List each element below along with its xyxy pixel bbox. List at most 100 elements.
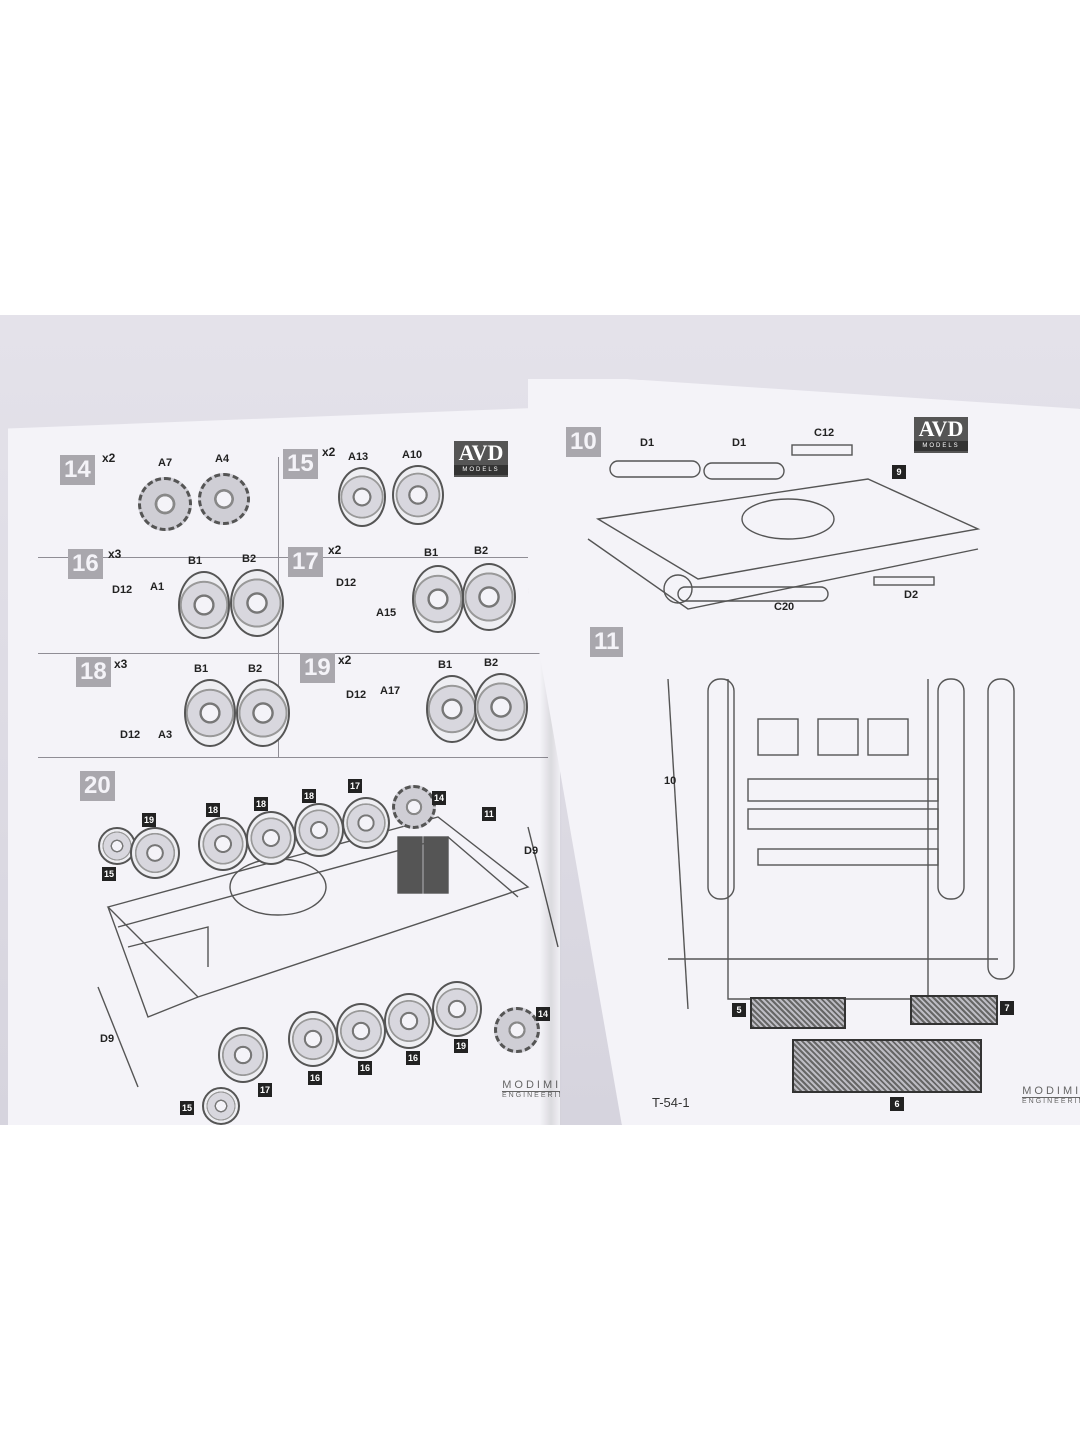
callout-badge: 11 (482, 807, 496, 821)
callout-badge: 18 (302, 789, 316, 803)
divider (38, 653, 548, 654)
road-wheel-icon (130, 827, 180, 879)
part-label: B2 (484, 657, 499, 669)
road-wheel-icon (392, 465, 444, 525)
part-label: D2 (904, 589, 919, 601)
step-number: 19 (300, 653, 335, 683)
step-multiplier: x2 (322, 445, 336, 459)
callout-badge: 17 (348, 779, 362, 793)
road-wheel-icon (198, 817, 248, 871)
road-wheel-icon (288, 1011, 338, 1067)
part-label: A7 (158, 457, 173, 469)
callout-badge: 18 (254, 797, 268, 811)
callout-badge: 15 (180, 1101, 194, 1115)
part-label: D12 (112, 584, 133, 596)
road-wheel-icon (236, 679, 290, 747)
callout-badge: 18 (206, 803, 220, 817)
road-wheel-icon (426, 675, 478, 743)
callout-badge: 16 (308, 1071, 322, 1085)
step-number: 20 (80, 771, 115, 801)
photo-background: AVD MODELS 14 x2 A7 A4 15 x2 A13 A10 16 … (0, 315, 1080, 1125)
step-number: 10 (566, 427, 601, 457)
road-wheel-icon (230, 569, 284, 637)
part-label: A1 (150, 581, 165, 593)
document-code: T-54-1 (652, 1095, 690, 1110)
road-wheel-icon (384, 993, 434, 1049)
road-wheel-icon (184, 679, 236, 747)
step-number: 16 (68, 549, 103, 579)
sprocket-icon (494, 1007, 540, 1053)
avd-models-logo: AVD MODELS (454, 441, 508, 477)
callout-badge: 14 (536, 1007, 550, 1021)
road-wheel-icon (178, 571, 230, 639)
part-label: B1 (438, 659, 453, 671)
modimio-engineering-logo: MODIMIO ENGINEERING (502, 1079, 560, 1099)
callout-badge: 5 (732, 1003, 746, 1017)
road-wheel-icon (342, 797, 390, 849)
part-label: C20 (774, 601, 795, 613)
step-number: 17 (288, 547, 323, 577)
part-label: B1 (188, 555, 203, 567)
callout-badge: 16 (406, 1051, 420, 1065)
avd-models-logo: AVD MODELS (914, 417, 968, 453)
engine-grille-mesh (750, 997, 846, 1029)
step-multiplier: x3 (108, 547, 122, 561)
part-label: A10 (402, 449, 423, 461)
part-label: D1 (640, 437, 655, 449)
callout-badge: 17 (258, 1083, 272, 1097)
hull-outline-drawing (97, 816, 559, 1088)
divider (38, 757, 548, 758)
step-multiplier: x3 (114, 657, 128, 671)
left-instruction-page: AVD MODELS 14 x2 A7 A4 15 x2 A13 A10 16 … (8, 407, 560, 1125)
part-label: B1 (194, 663, 209, 675)
part-label: C12 (814, 427, 835, 439)
right-instruction-page: AVD MODELS 10 D1 D1 C12 C20 D2 9 (528, 379, 1080, 1125)
engine-grille-mesh (910, 995, 998, 1025)
step-number: 11 (590, 627, 624, 657)
hull-top-drawing (587, 444, 1015, 1010)
part-label: D12 (336, 577, 357, 589)
modimio-engineering-logo: MODIMIO ENGINEERING (1022, 1085, 1080, 1105)
callout-badge: 6 (890, 1097, 904, 1111)
part-label: D12 (346, 689, 367, 701)
part-label: 10 (664, 775, 677, 787)
callout-badge: 14 (432, 791, 446, 805)
step-multiplier: x2 (328, 543, 342, 557)
part-label: A13 (348, 451, 369, 463)
callout-badge: 19 (454, 1039, 468, 1053)
part-label: B1 (424, 547, 439, 559)
engine-grille-mesh (792, 1039, 982, 1093)
step-number: 14 (60, 455, 95, 485)
step-number: 15 (283, 449, 318, 479)
part-label: A3 (158, 729, 173, 741)
callout-badge: 19 (142, 813, 156, 827)
road-wheel-icon (462, 563, 516, 631)
road-wheel-icon (432, 981, 482, 1037)
road-wheel-icon (246, 811, 296, 865)
road-wheel-icon (218, 1027, 268, 1083)
part-label: B2 (242, 553, 257, 565)
step-multiplier: x2 (102, 451, 116, 465)
sprocket-icon (392, 785, 436, 829)
step-number: 18 (76, 657, 111, 687)
callout-badge: 9 (892, 465, 906, 479)
part-label: A17 (380, 685, 401, 697)
part-label: A4 (215, 453, 230, 465)
callout-badge: 16 (358, 1061, 372, 1075)
step-multiplier: x2 (338, 653, 352, 667)
part-label: B2 (474, 545, 489, 557)
road-wheel-icon (338, 467, 386, 527)
sprocket-icon (138, 477, 192, 531)
sprocket-icon (198, 473, 250, 525)
part-label: D9 (524, 845, 539, 857)
part-label: D9 (100, 1033, 115, 1045)
road-wheel-icon (294, 803, 344, 857)
part-label: A15 (376, 607, 397, 619)
part-label: D12 (120, 729, 141, 741)
callout-badge: 7 (1000, 1001, 1014, 1015)
road-wheel-icon (98, 827, 136, 865)
part-label: D1 (732, 437, 747, 449)
road-wheel-icon (202, 1087, 240, 1125)
road-wheel-icon (336, 1003, 386, 1059)
road-wheel-icon (474, 673, 528, 741)
